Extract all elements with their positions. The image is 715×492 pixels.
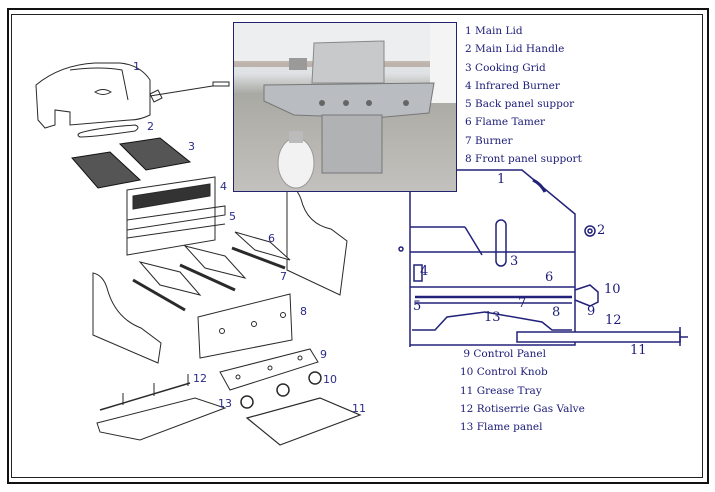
legend-item: 12 Rotiserrie Gas Valve xyxy=(460,402,585,415)
section-callout-7: 7 xyxy=(518,296,527,311)
section-callout-3: 3 xyxy=(510,254,519,269)
callout-1: 1 xyxy=(133,60,140,73)
part-flame-tamers-burners xyxy=(132,231,291,312)
legend-item: 1 Main Lid xyxy=(465,25,523,37)
callout-5: 5 xyxy=(229,210,236,223)
callout-11: 11 xyxy=(352,402,366,415)
legend-item: 11 Grease Tray xyxy=(460,384,542,397)
callout-7: 7 xyxy=(280,270,287,283)
legend-bottom: 9 Control Panel 10 Control Knob 11 Greas… xyxy=(460,345,585,436)
section-callout-11: 11 xyxy=(630,343,647,358)
part-back-panel xyxy=(126,176,226,256)
callout-10: 10 xyxy=(323,373,337,386)
part-flame-panel xyxy=(96,397,227,441)
part-grease-tray xyxy=(245,397,362,446)
callout-6: 6 xyxy=(268,232,275,245)
section-callout-4: 4 xyxy=(420,264,429,279)
section-callout-2: 2 xyxy=(597,223,606,238)
legend-item: 10 Control Knob xyxy=(460,366,548,379)
inner-frame xyxy=(11,14,703,478)
part-control-panel xyxy=(219,348,319,391)
part-handle xyxy=(77,124,139,138)
part-cooking-grids xyxy=(71,137,192,189)
legend-item: 5 Back panel suppor xyxy=(465,98,575,111)
callout-4: 4 xyxy=(220,180,227,193)
section-callout-10: 10 xyxy=(604,282,621,297)
callout-13: 13 xyxy=(218,397,232,410)
grill-photo-illustration xyxy=(234,23,456,189)
section-callout-12: 12 xyxy=(605,313,622,328)
part-control-knobs xyxy=(240,371,322,409)
legend-item: 8 Front panel support xyxy=(465,153,582,166)
outer-frame xyxy=(7,8,709,484)
legend-item: 4 Infrared Burner xyxy=(465,79,560,92)
legend-item: 6 Flame Tamer xyxy=(465,116,546,129)
section-callout-8: 8 xyxy=(552,305,561,320)
part-main-lid xyxy=(35,62,230,129)
part-front-panel-support xyxy=(197,293,293,359)
legend-item: 2 Main Lid Handle xyxy=(465,43,565,56)
section-callout-9: 9 xyxy=(587,304,596,319)
legend-item: 7 Burner xyxy=(465,134,513,147)
callout-12: 12 xyxy=(193,372,207,385)
legend-item: 13 Flame panel xyxy=(460,421,543,434)
section-callout-5: 5 xyxy=(413,299,422,314)
callout-9: 9 xyxy=(320,348,327,361)
legend-item: 9 Control Panel xyxy=(463,348,546,360)
section-callout-6: 6 xyxy=(545,270,554,285)
callout-8: 8 xyxy=(300,305,307,318)
section-callout-1: 1 xyxy=(497,172,506,187)
cross-section-view xyxy=(398,169,688,347)
legend-item: 3 Cooking Grid xyxy=(465,61,546,74)
callout-3: 3 xyxy=(188,140,195,153)
part-rotisserie-valve xyxy=(99,374,191,411)
legend-top: 1 Main Lid 2 Main Lid Handle 3 Cooking G… xyxy=(465,22,582,168)
grill-photo xyxy=(233,22,457,192)
section-callout-13: 13 xyxy=(484,310,501,325)
callout-2: 2 xyxy=(147,120,154,133)
